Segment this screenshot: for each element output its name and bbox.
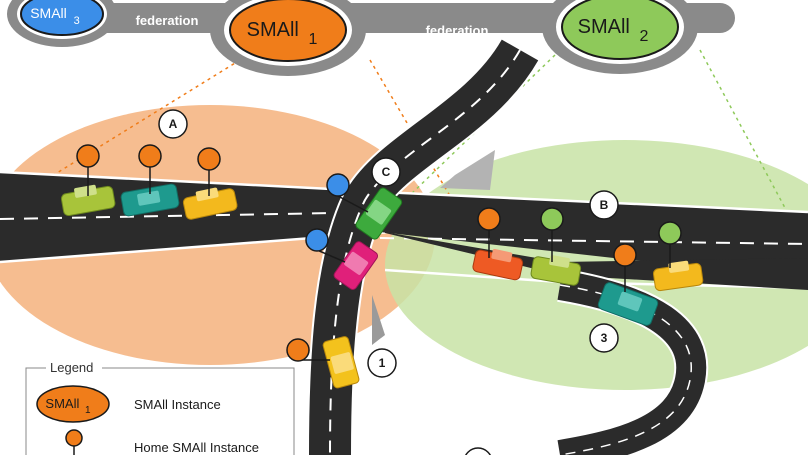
home-pins xyxy=(76,144,682,362)
pin-b2 xyxy=(540,207,564,231)
legend: Legend SMAll 1 SMAll Instance Home SMAll… xyxy=(25,360,295,455)
marker-a: A xyxy=(169,117,178,131)
car-a3 xyxy=(182,187,238,220)
pin-b3 xyxy=(658,221,682,245)
car-magenta xyxy=(333,241,379,290)
svg-text:SMAll 1: SMAll 1 xyxy=(45,396,91,416)
smai2-name: SMAll xyxy=(578,16,630,38)
overpass-shadow xyxy=(440,150,495,190)
svg-text:SMAll 2: SMAll 2 xyxy=(578,16,649,45)
smai1-sub: 1 xyxy=(308,31,317,48)
ramp-pillar xyxy=(372,295,385,345)
legend-instance-name: SMAll xyxy=(45,396,79,411)
legend-instance-label: SMAll Instance xyxy=(134,397,221,412)
pin-c xyxy=(326,173,350,197)
smai3-name: SMAll xyxy=(30,5,67,21)
legend-title: Legend xyxy=(50,360,93,375)
svg-text:SMAll 1: SMAll 1 xyxy=(247,19,318,48)
car-yellow-ramp xyxy=(322,336,360,389)
federation-label-left: federation xyxy=(136,13,199,28)
markers: A C B 1 3 2 xyxy=(158,109,619,455)
pin-a1 xyxy=(76,144,100,168)
svg-text:SMAll 3: SMAll 3 xyxy=(30,5,80,27)
federation-label-right: federation xyxy=(426,23,489,38)
pin-b1 xyxy=(477,207,501,231)
marker-3: 3 xyxy=(601,331,608,345)
pin-magenta xyxy=(305,228,329,252)
smai3-node: SMAll 3 xyxy=(7,0,117,47)
legend-home-pin xyxy=(65,429,83,447)
cars xyxy=(60,183,704,389)
car-b-red xyxy=(472,249,524,281)
pin-a2 xyxy=(138,144,162,168)
marker-b: B xyxy=(600,198,609,212)
legend-home-label: Home SMAll Instance xyxy=(134,440,259,455)
smai3-sub: 3 xyxy=(74,15,80,27)
car-a1 xyxy=(60,184,116,217)
smai1-name: SMAll xyxy=(247,19,299,41)
marker-1: 1 xyxy=(379,356,386,370)
car-b-yellow xyxy=(652,260,704,292)
smai2-node: SMAll 2 xyxy=(542,0,698,74)
pin-ramp xyxy=(286,338,310,362)
pin-a3 xyxy=(197,147,221,171)
car-a2 xyxy=(120,183,180,217)
legend-instance-sub: 1 xyxy=(85,405,91,416)
car-b-lime xyxy=(530,255,582,286)
marker-c: C xyxy=(382,165,391,179)
smai1-node: SMAll 1 xyxy=(210,0,366,76)
legend-instance-swatch xyxy=(36,385,110,423)
pin-loop xyxy=(613,243,637,267)
car-loop-teal xyxy=(597,282,659,326)
smai2-sub: 2 xyxy=(639,28,648,45)
car-c-green xyxy=(355,187,403,240)
